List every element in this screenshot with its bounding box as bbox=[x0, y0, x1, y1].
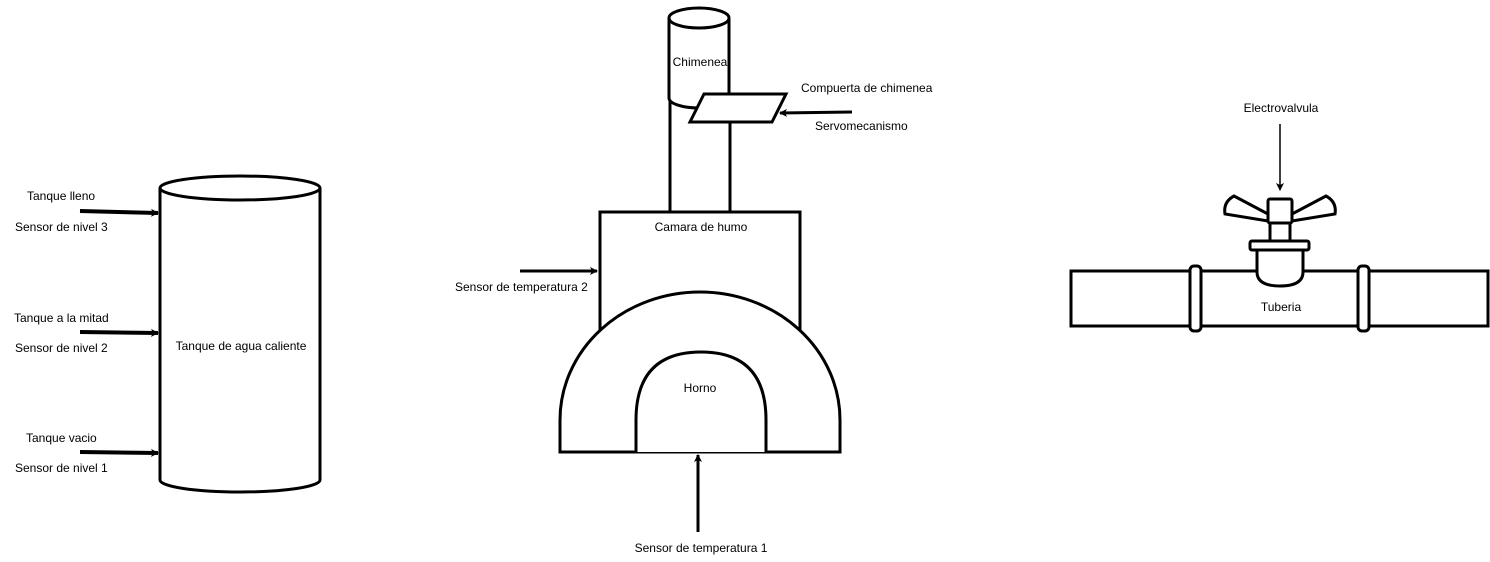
furnace-assembly: Chimenea Compuerta de chimenea Servomeca… bbox=[455, 6, 933, 555]
tank-body bbox=[158, 188, 322, 494]
chimney-damper bbox=[687, 92, 789, 124]
chimney-top bbox=[667, 6, 731, 30]
smoke-chamber-label: Camara de humo bbox=[655, 220, 748, 234]
chimney-label: Chimenea bbox=[673, 55, 728, 69]
level-sensor-3: Tanque lleno Sensor de nivel 3 bbox=[15, 189, 159, 234]
pipe-coupling-left bbox=[1188, 264, 1203, 333]
level-3-sensor-label: Sensor de nivel 3 bbox=[15, 220, 108, 234]
servo-arrow bbox=[779, 108, 853, 117]
level-3-arrow bbox=[79, 208, 159, 217]
level-sensor-2: Tanque a la mitad Sensor de nivel 2 bbox=[14, 311, 159, 355]
temp-sensor-1-label: Sensor de temperatura 1 bbox=[635, 541, 768, 555]
valve-stem bbox=[1268, 220, 1292, 243]
valve-handle-hub bbox=[1266, 197, 1294, 225]
servo-label: Servomecanismo bbox=[815, 119, 908, 133]
solenoid-valve bbox=[1223, 194, 1337, 288]
temp-sensor-2-label: Sensor de temperatura 2 bbox=[455, 280, 588, 294]
valve-bonnet bbox=[1255, 248, 1305, 288]
pipe-assembly: Tuberia Electrovalvula bbox=[1069, 101, 1490, 333]
tank-top bbox=[158, 174, 322, 202]
level-2-state-label: Tanque a la mitad bbox=[14, 311, 109, 325]
level-2-arrow bbox=[79, 328, 159, 337]
level-1-arrow bbox=[79, 448, 159, 457]
level-2-sensor-label: Sensor de nivel 2 bbox=[15, 341, 108, 355]
tank-label: Tanque de agua caliente bbox=[176, 339, 307, 353]
oven-label: Horno bbox=[684, 381, 717, 395]
level-1-sensor-label: Sensor de nivel 1 bbox=[15, 461, 108, 475]
level-1-state-label: Tanque vacio bbox=[26, 431, 97, 445]
pipe-label: Tuberia bbox=[1261, 300, 1302, 314]
pipe-coupling-right bbox=[1356, 264, 1371, 333]
damper-label: Compuerta de chimenea bbox=[801, 81, 933, 95]
oven-mouth bbox=[634, 350, 768, 452]
valve-handle bbox=[1223, 194, 1337, 223]
level-3-state-label: Tanque lleno bbox=[27, 189, 95, 203]
level-sensor-1: Tanque vacio Sensor de nivel 1 bbox=[15, 431, 159, 475]
valve-label: Electrovalvula bbox=[1244, 101, 1319, 115]
hot-water-tank: Tanque de agua caliente bbox=[158, 174, 322, 494]
